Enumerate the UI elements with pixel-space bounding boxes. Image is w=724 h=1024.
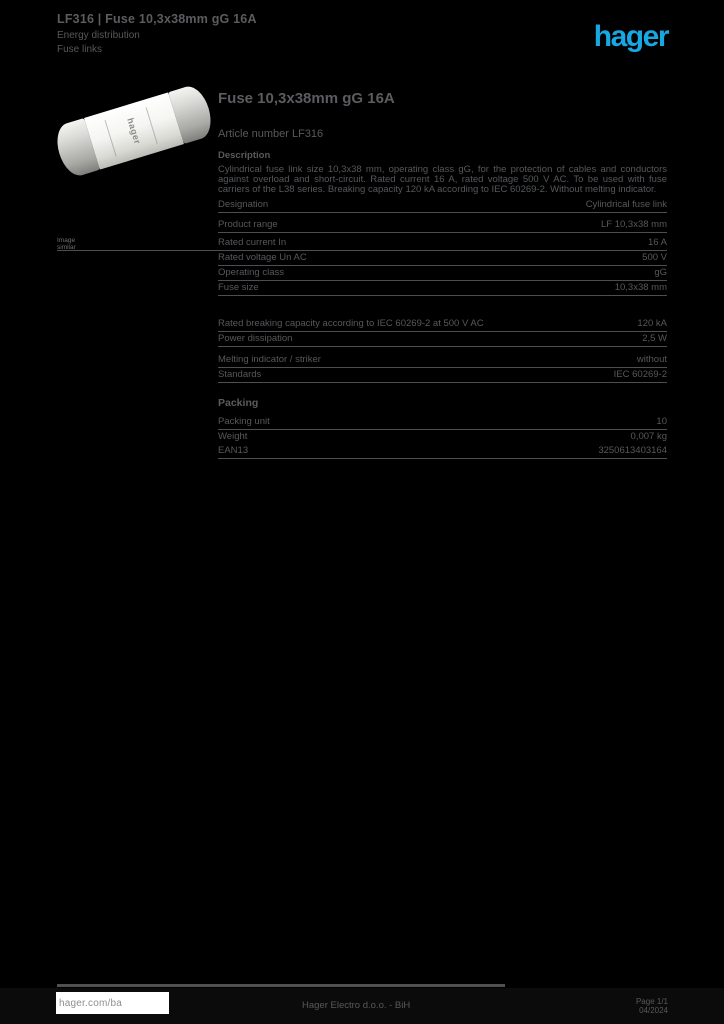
hager-logo: hager	[593, 20, 670, 53]
packing-value: 10	[656, 416, 667, 427]
page-title: Fuse 10,3x38mm gG 16A	[218, 90, 395, 107]
footer-page-info: Page 1/1 04/2024	[620, 997, 668, 1015]
spec-row: Operating class gG	[218, 266, 667, 281]
image-disclaimer-note: Image similar	[57, 237, 76, 251]
spec-label: Operating class	[218, 267, 285, 278]
packing-table: Packing unit 10 Weight 0,007 kg EAN13 32…	[218, 415, 667, 459]
spec-value: 500 V	[642, 252, 667, 263]
spec-value: 16 A	[647, 237, 667, 248]
header-product-line: LF316 | Fuse 10,3x38mm gG 16A	[57, 12, 257, 26]
fuse-image: hager	[51, 82, 217, 180]
spec-label: Product range	[218, 219, 278, 230]
footer-site-box: hager.com/ba	[56, 992, 169, 1014]
section-divider-left	[57, 250, 218, 251]
footer-company: Hager Electro d.o.o. - BiH	[302, 1000, 411, 1011]
spec-row: Rated current In 16 A	[218, 233, 667, 251]
product-photo: hager	[51, 80, 217, 182]
spec-row: Fuse size 10,3x38 mm	[218, 281, 667, 296]
footer-date: 04/2024	[639, 1006, 668, 1015]
image-disclaimer-line1: Image	[57, 237, 76, 244]
footer-site-link[interactable]: hager.com/ba	[59, 997, 122, 1009]
packing-row: EAN13 3250613403164	[218, 444, 667, 459]
spec-value: Cylindrical fuse link	[585, 199, 667, 210]
spec-value: gG	[654, 267, 667, 278]
article-reference: Article number LF316	[218, 128, 324, 140]
spec-row: Designation Cylindrical fuse link	[218, 198, 667, 213]
packing-row: Weight 0,007 kg	[218, 430, 667, 444]
packing-value: 3250613403164	[598, 445, 667, 456]
spec-row: Standards IEC 60269-2	[218, 368, 667, 383]
spec-label: Fuse size	[218, 282, 259, 293]
footer-page-number: Page 1/1	[635, 997, 668, 1006]
spec-row: Melting indicator / striker without	[218, 347, 667, 368]
header-category-line: Energy distribution	[57, 30, 140, 41]
fuse-print-line	[104, 119, 117, 157]
spec-label: Melting indicator / striker	[218, 354, 321, 365]
packing-label: EAN13	[218, 445, 249, 456]
spec-value: 2,5 W	[642, 333, 667, 344]
spec-label: Standards	[218, 369, 262, 380]
spec-value: without	[636, 354, 667, 365]
fuse-brand-text: hager	[125, 116, 143, 146]
spec-value: LF 10,3x38 mm	[601, 219, 667, 230]
spec-value: 10,3x38 mm	[614, 282, 667, 293]
packing-value: 0,007 kg	[630, 431, 667, 442]
packing-row: Packing unit 10	[218, 415, 667, 430]
spec-value: IEC 60269-2	[613, 369, 667, 380]
header-subcategory-line: Fuse links	[57, 44, 103, 55]
spec-row: Product range LF 10,3x38 mm	[218, 213, 667, 233]
spec-value: 120 kA	[637, 318, 667, 329]
spec-label: Rated breaking capacity according to IEC…	[218, 318, 484, 329]
packing-label: Packing unit	[218, 416, 270, 427]
packing-section-heading: Packing	[218, 397, 259, 409]
spec-row: Rated breaking capacity according to IEC…	[218, 296, 667, 332]
spec-label: Power dissipation	[218, 333, 293, 344]
fuse-print-line	[145, 107, 158, 145]
spec-label: Rated current In	[218, 237, 287, 248]
header-title-block: LF316 | Fuse 10,3x38mm gG 16A Energy dis…	[57, 12, 257, 55]
spec-label: Designation	[218, 199, 269, 210]
spec-row: Rated voltage Un AC 500 V	[218, 251, 667, 266]
spec-table: Designation Cylindrical fuse link Produc…	[218, 198, 667, 383]
image-disclaimer-line2: similar	[57, 243, 76, 251]
footer-rule	[57, 984, 505, 987]
description-text: Cylindrical fuse link size 10,3x38 mm, o…	[218, 164, 667, 195]
packing-label: Weight	[218, 431, 248, 442]
spec-row: Power dissipation 2,5 W	[218, 332, 667, 347]
description-label: Description	[218, 150, 271, 161]
spec-label: Rated voltage Un AC	[218, 252, 307, 263]
fuse-ceramic-body: hager	[84, 92, 184, 170]
main-content-column: Fuse 10,3x38mm gG 16A Article number LF3…	[218, 90, 667, 459]
